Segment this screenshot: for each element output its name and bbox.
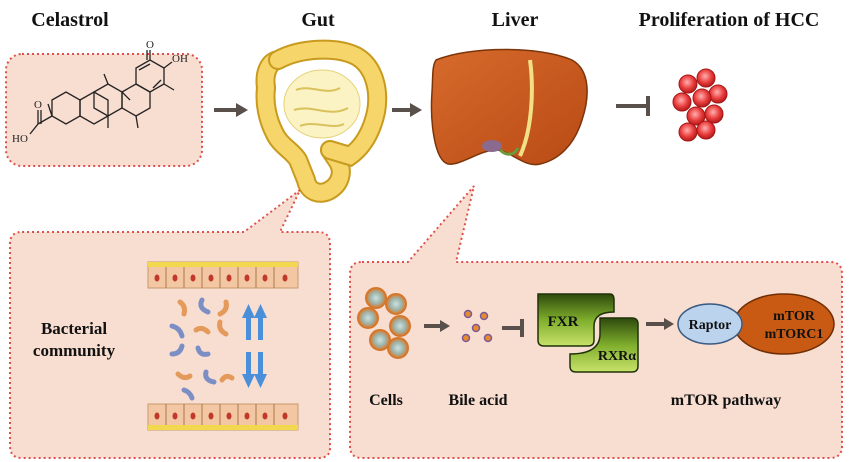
celastrol-panel <box>5 53 203 167</box>
hcc-cell <box>696 120 716 140</box>
fxr-shape <box>537 293 615 347</box>
arrow-celastrol-to-gut <box>214 103 248 117</box>
liver-cell <box>385 293 407 315</box>
bile-acid-dot <box>461 333 471 343</box>
raptor-node <box>677 303 743 345</box>
rxr-label: RXRα <box>598 349 636 364</box>
decrease-arrows <box>242 352 267 388</box>
bacterium <box>217 319 229 337</box>
hcc-cell <box>704 104 724 124</box>
header-liver: Liver <box>492 9 539 31</box>
hcc-cell <box>708 84 728 104</box>
header-gut: Gut <box>301 9 335 31</box>
liver-cell <box>365 287 387 309</box>
fxr-rxr-complex: FXR RXRα <box>537 293 639 373</box>
hcc-cell <box>678 122 698 142</box>
liver-cells <box>357 287 411 359</box>
arrow-fxr-to-raptor <box>646 318 674 330</box>
header-proliferation: Proliferation of HCC <box>639 9 820 31</box>
mtor-label: mTOR <box>773 309 816 324</box>
arrow-gut-to-liver <box>392 103 422 117</box>
bacterium <box>169 343 185 357</box>
fxr-label: FXR <box>548 314 579 330</box>
bile-acid-label: Bile acid <box>448 392 507 409</box>
bacterium <box>219 373 235 383</box>
mtorc1-label: mTORC1 <box>765 327 824 342</box>
epithelium-top <box>147 261 299 289</box>
hcc-cell <box>692 88 712 108</box>
liver-illustration <box>430 48 588 166</box>
header-celastrol: Celastrol <box>31 9 109 31</box>
molecule-ho-left: HO <box>12 133 28 145</box>
mtor-pathway-label: mTOR pathway <box>671 392 781 409</box>
liver-cell <box>357 307 379 329</box>
hcc-cell-cluster <box>672 68 728 142</box>
bacterium <box>175 371 193 381</box>
hcc-cell <box>672 92 692 112</box>
celastrol-structure <box>29 50 175 135</box>
liver-cell <box>387 337 409 359</box>
liver-cell <box>389 315 411 337</box>
liver-callout-panel <box>349 185 843 459</box>
bacterial-label-line2: community <box>33 341 116 360</box>
bacterium <box>193 325 211 335</box>
hcc-cell <box>678 74 698 94</box>
liver-cell <box>369 329 391 351</box>
epithelium-bottom <box>147 403 299 431</box>
bacterium <box>177 299 187 317</box>
bacterium <box>181 387 195 401</box>
inhibit-bile-to-fxr <box>502 319 524 337</box>
bacterium <box>217 299 229 317</box>
bile-acid-dot <box>463 309 473 319</box>
cells-label: Cells <box>369 392 403 409</box>
inhibit-liver-to-hcc <box>616 96 650 116</box>
gut-illustration <box>255 39 388 203</box>
bacterium <box>169 323 185 339</box>
bile-acid-dot <box>471 323 481 333</box>
bacterium <box>195 345 211 357</box>
bile-acid-dot <box>483 333 493 343</box>
bile-acid-particles <box>461 309 493 343</box>
rxr-shape <box>569 317 639 373</box>
arrow-cells-to-bile <box>424 320 450 332</box>
bacterial-label-line1: Bacterial <box>41 319 107 338</box>
increase-arrows <box>242 304 267 340</box>
molecule-carbonyl-o: O <box>34 99 42 111</box>
mtor-complex: mTOR mTORC1 Raptor <box>677 293 835 355</box>
raptor-label: Raptor <box>689 318 732 333</box>
bacteria-group <box>169 297 235 401</box>
bile-acid-dot <box>479 311 489 321</box>
gut-callout-panel <box>9 189 331 459</box>
molecule-o-top: O <box>146 39 154 51</box>
bacterium <box>203 369 217 385</box>
mtor-node <box>733 293 835 355</box>
bacterium <box>198 297 211 315</box>
hcc-cell <box>696 68 716 88</box>
molecule-oh-top: OH <box>172 53 188 65</box>
